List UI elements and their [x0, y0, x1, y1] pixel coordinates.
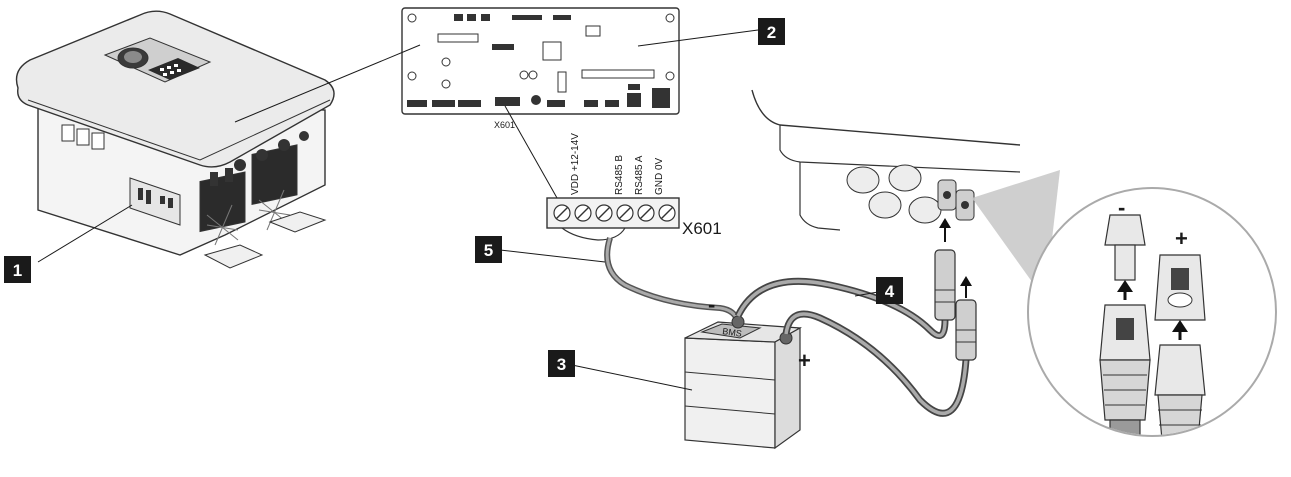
connector-detail-circle: - + [1028, 188, 1276, 477]
detail-minus-sign: - [1118, 195, 1125, 220]
callout-5: 5 [484, 241, 493, 260]
inverter-underside-closeup [752, 90, 1020, 230]
terminal-label-x601: X601 [682, 219, 722, 238]
inverter-illustration [17, 11, 335, 268]
battery-minus-sign: - [708, 292, 715, 317]
callout-3: 3 [557, 355, 566, 374]
circuit-board: X601 [402, 8, 679, 130]
pin-label-gnd: GND 0V [654, 157, 665, 195]
callout-4: 4 [885, 282, 895, 301]
callout-2: 2 [767, 23, 776, 42]
pin-label-vdd: VDD +12-14V [570, 133, 581, 195]
board-connector-ref: X601 [494, 120, 515, 130]
battery-plus-sign: + [798, 348, 811, 373]
detail-plus-sign: + [1175, 226, 1188, 251]
callout-1: 1 [13, 261, 22, 280]
pin-label-rs485a: RS485 A [634, 155, 645, 195]
pin-label-rs485b: RS485 B [614, 155, 625, 195]
terminal-block-x601: VDD +12-14V RS485 B RS485 A GND 0V X601 [547, 133, 722, 238]
